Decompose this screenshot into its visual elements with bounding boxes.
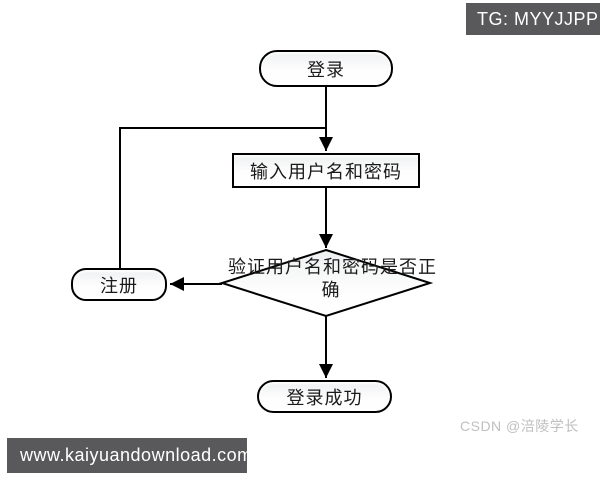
website-url-bar: www.kaiyuandownload.com bbox=[7, 438, 252, 473]
flow-node-verify-label-line1: 验证用户名和密码是否正 bbox=[228, 257, 437, 277]
flow-node-input-credentials: 输入用户名和密码 bbox=[232, 153, 420, 188]
website-url-text: www.kaiyuandownload.com bbox=[20, 445, 253, 465]
tg-channel-badge-text: TG: MYYJJPP bbox=[477, 8, 599, 29]
flow-node-login-success-label: 登录成功 bbox=[286, 387, 363, 408]
flow-node-register-label: 注册 bbox=[100, 275, 138, 296]
flow-node-login: 登录 bbox=[259, 50, 393, 87]
tg-channel-badge: TG: MYYJJPP bbox=[466, 3, 600, 35]
csdn-watermark: CSDN @涪陵学长 bbox=[460, 418, 579, 434]
flow-node-login-success: 登录成功 bbox=[257, 380, 392, 413]
connector-register-loop-to-input bbox=[119, 127, 326, 268]
flow-node-verify-label-line2: 确 bbox=[321, 280, 341, 300]
flow-node-register: 注册 bbox=[71, 268, 167, 301]
flow-node-verify-label: 验证用户名和密码是否正 确 bbox=[228, 256, 437, 302]
flow-node-login-label: 登录 bbox=[307, 59, 345, 80]
flow-node-input-credentials-label: 输入用户名和密码 bbox=[250, 161, 402, 182]
